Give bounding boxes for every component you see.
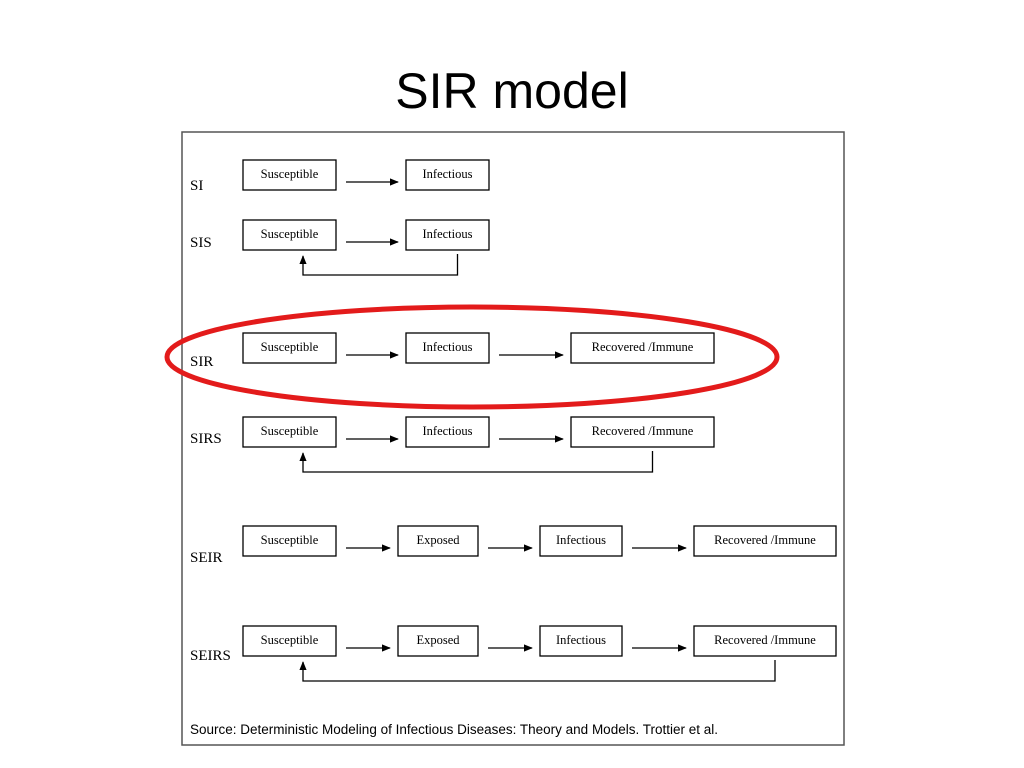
stage-label: Recovered /Immune [714, 633, 816, 647]
stage-label: Recovered /Immune [714, 533, 816, 547]
stage-box [242, 625, 337, 657]
source-caption: Source: Deterministic Modeling of Infect… [190, 722, 718, 737]
stage-label: Susceptible [261, 167, 319, 181]
stage-label: Recovered /Immune [592, 340, 694, 354]
feedback-arrow [299, 254, 459, 276]
highlight-ellipse [164, 304, 780, 410]
stage-label: Infectious [423, 424, 473, 438]
stage-label: Exposed [416, 633, 460, 647]
model-label: SIR [190, 354, 213, 370]
stage-box [693, 525, 837, 557]
model-row-seir: SEIR Susceptible Exposed Infectious Recovere… [190, 525, 837, 566]
stage-box [405, 159, 490, 191]
model-label: SEIR [190, 550, 223, 566]
stage-box [397, 625, 479, 657]
stage-label: Infectious [556, 533, 606, 547]
stage-box [539, 525, 623, 557]
model-row-sir: SIR Susceptible Infectious Recovered /Immun… [190, 332, 715, 370]
stage-label: Susceptible [261, 340, 319, 354]
stage-box [242, 219, 337, 251]
model-label: SEIRS [190, 648, 231, 664]
model-row-sirs: SIRS Susceptible Infectious Recovered /Immu… [190, 416, 715, 473]
stage-label: Infectious [556, 633, 606, 647]
stage-box [539, 625, 623, 657]
stage-label: Infectious [423, 340, 473, 354]
feedback-arrow [299, 660, 776, 682]
stage-box [570, 416, 715, 448]
stage-label: Recovered /Immune [592, 424, 694, 438]
stage-box [242, 416, 337, 448]
stage-label: Susceptible [261, 633, 319, 647]
stage-label: Susceptible [261, 533, 319, 547]
stage-box [397, 525, 479, 557]
model-label: SI [190, 178, 203, 194]
stage-label: Exposed [416, 533, 460, 547]
model-label: SIS [190, 235, 212, 251]
stage-box [570, 332, 715, 364]
model-label: SIRS [190, 431, 222, 447]
feedback-arrow [299, 451, 654, 473]
stage-label: Infectious [423, 227, 473, 241]
stage-label: Susceptible [261, 424, 319, 438]
stage-box [242, 525, 337, 557]
stage-label: Infectious [423, 167, 473, 181]
stage-box [242, 159, 337, 191]
stage-box [242, 332, 337, 364]
stage-box [693, 625, 837, 657]
stage-label: Susceptible [261, 227, 319, 241]
slide-title: SIR model [395, 63, 629, 119]
model-row-sis: SIS Susceptible Infectious [190, 219, 490, 276]
stage-box [405, 416, 490, 448]
stage-box [405, 332, 490, 364]
model-row-seirs: SEIRS Susceptible Exposed Infectious Recover… [190, 625, 837, 682]
stage-box [405, 219, 490, 251]
model-row-si: SI Susceptible Infectious [190, 159, 490, 194]
